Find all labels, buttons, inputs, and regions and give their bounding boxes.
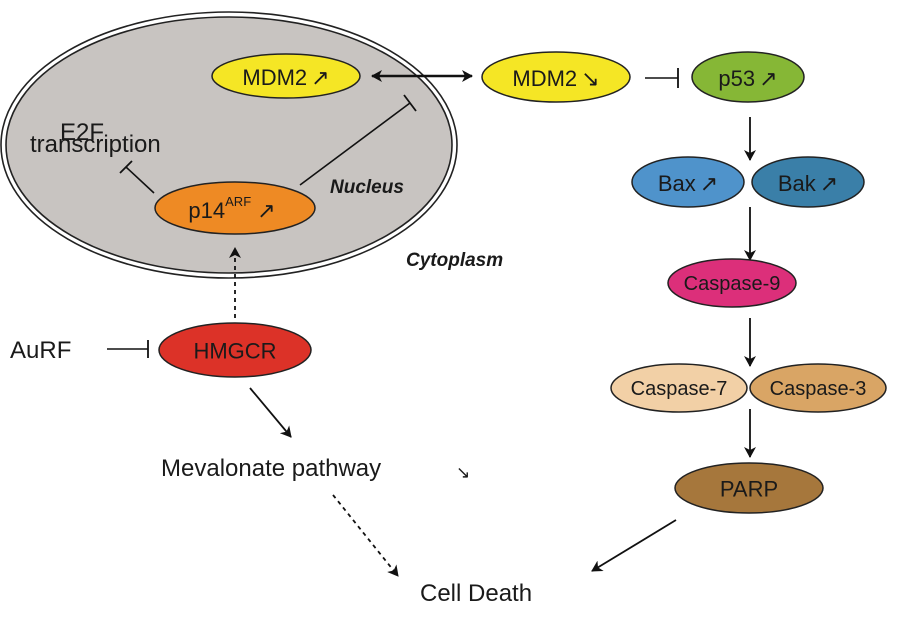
e2f-label-line2: transcription [30,131,161,158]
trend-up-icon: ↗ [820,171,838,196]
edge-parp-to-celldeath [591,519,677,572]
node-p14arf-label: p14ARF↗ [188,194,275,223]
node-caspase3[interactable]: Caspase-3 [749,363,887,413]
node-caspase9-label: Caspase-9 [684,273,781,295]
edge-mevalonate-to-celldeath [332,494,399,577]
aurf-label: AuRF [10,337,71,364]
node-bak[interactable]: Bak↗ [751,156,865,208]
node-mdm2-cyto-label: MDM2↘ [512,66,599,91]
node-caspase7[interactable]: Caspase-7 [610,363,748,413]
edges [107,68,756,577]
node-parp[interactable]: PARP [674,462,824,514]
e2f-label-line1: E2F [60,119,104,146]
node-p14arf[interactable]: p14ARF↗ [154,181,316,235]
edge-hmgcr-to-mevalonate [249,387,292,438]
node-bak-label: Bak↗ [778,171,838,196]
node-caspase7-label: Caspase-7 [631,378,728,400]
node-p53[interactable]: p53↗ [691,51,805,103]
node-hmgcr[interactable]: HMGCR [158,322,312,378]
trend-up-icon: ↗ [257,198,275,223]
node-mdm2-cyto[interactable]: MDM2↘ [481,51,631,103]
edge-p14-inhibits-e2f [125,166,155,194]
nucleus-label: Nucleus [330,177,404,198]
node-caspase3-label: Caspase-3 [770,378,867,400]
edge-p14-inhibits-mdm2 [299,102,411,186]
node-bax-label: Bax↗ [658,171,718,196]
node-hmgcr-label: HMGCR [193,339,276,364]
node-bax[interactable]: Bax↗ [631,156,745,208]
trend-up-icon: ↗ [759,66,777,91]
node-caspase9[interactable]: Caspase-9 [667,258,797,308]
trend-up-icon: ↗ [311,65,329,90]
cytoplasm-label: Cytoplasm [406,250,503,271]
node-p53-label: p53↗ [718,66,777,91]
trend-up-icon: ↗ [700,171,718,196]
mevalonate-label: Mevalonate pathway [161,455,381,482]
node-parp-label: PARP [720,477,778,502]
trend-down-icon: ↘ [456,463,470,482]
p14-superscript: ARF [225,194,251,209]
node-mdm2-nuclear[interactable]: MDM2↗ [211,53,361,99]
node-mdm2-nuclear-label: MDM2↗ [242,65,329,90]
trend-down-icon: ↘ [581,66,599,91]
cell-death-label: Cell Death [420,580,532,607]
